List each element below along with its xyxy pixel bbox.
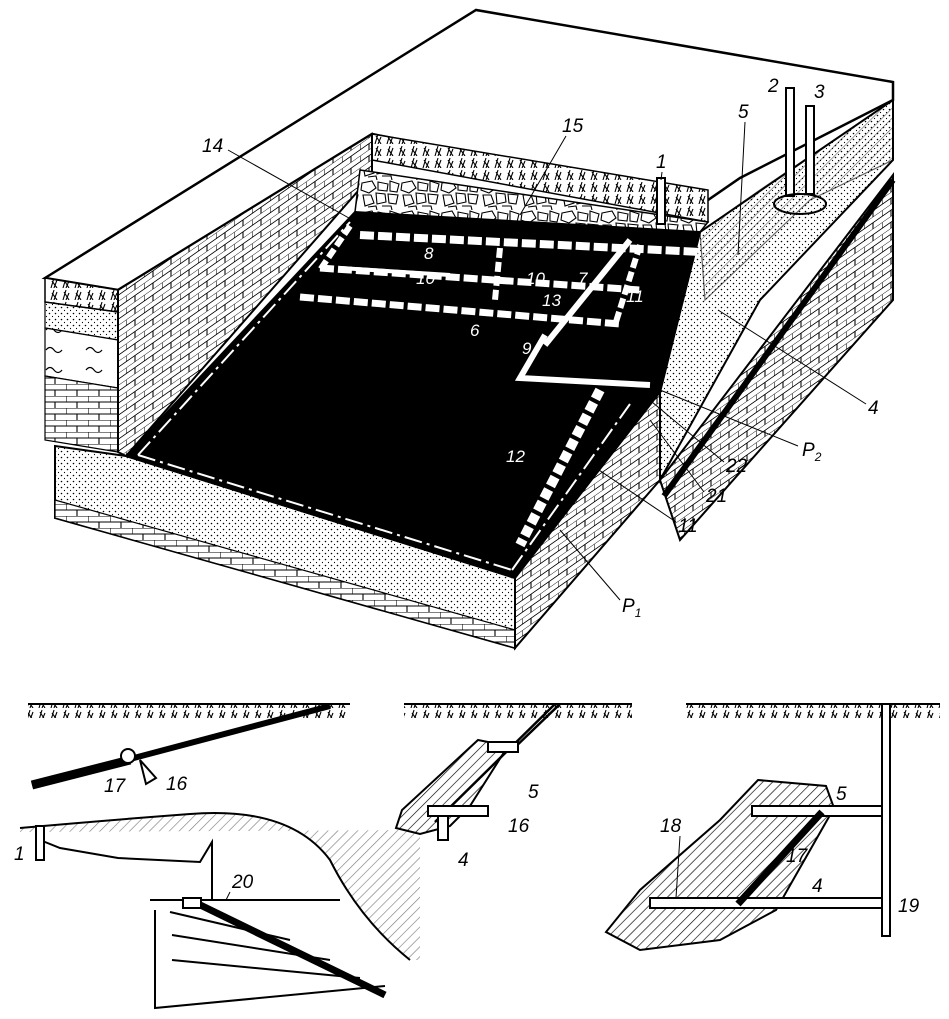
label-10-right: 10: [526, 269, 545, 288]
label-11-inner: 11: [626, 287, 644, 306]
inset-middle-surface: [404, 704, 632, 718]
inset-left-label-16: 16: [166, 774, 188, 795]
label-10-left: 10: [416, 269, 435, 288]
label-14: 14: [202, 136, 223, 157]
inset-left-label-1: 1: [14, 844, 25, 865]
workings-grid: [299, 224, 701, 548]
shaft-2: [785, 87, 795, 197]
main-labels: 1 2 3 5 14 15 4 P2 22 21 11 P1 8 10 10 7…: [202, 76, 879, 620]
label-21: 21: [705, 486, 727, 507]
shaft-3: [805, 105, 815, 195]
shaft-collar: [773, 193, 827, 215]
inset-left-label-20: 20: [231, 872, 254, 893]
label-P2: P2: [802, 440, 822, 464]
inset-right-surface: [686, 704, 940, 718]
inset-middle: 5 16 4: [394, 703, 632, 871]
inset-right-shaft-19: [881, 703, 891, 937]
inset-right-label-17: 17: [786, 846, 809, 867]
label-5: 5: [738, 102, 749, 123]
label-13: 13: [542, 291, 561, 310]
label-12: 12: [506, 447, 525, 466]
inset-middle-label-5: 5: [528, 782, 539, 803]
label-1: 1: [656, 152, 667, 173]
inset-left-shaft-1: [35, 825, 45, 861]
label-9: 9: [522, 339, 532, 358]
inset-middle-label-16: 16: [508, 816, 530, 837]
shaft-1: [656, 177, 666, 225]
label-22: 22: [725, 456, 748, 477]
inset-right: 5 18 17 4 19: [604, 703, 940, 952]
label-2: 2: [767, 76, 779, 97]
left-face-limestone: [44, 375, 119, 453]
inset-middle-orebody: [394, 738, 510, 836]
inset-right-label-18: 18: [660, 816, 682, 837]
label-7: 7: [578, 269, 588, 288]
inset-left-surface: [28, 704, 350, 718]
label-11-outer: 11: [678, 516, 698, 537]
inset-left: 17 16 1 20: [14, 703, 420, 1010]
inset-left-bracket: [139, 759, 158, 786]
inset-right-label-19: 19: [898, 896, 920, 917]
main-block: [41, 8, 896, 651]
inset-middle-label-4: 4: [458, 850, 469, 871]
label-P1: P1: [622, 596, 641, 620]
left-pit-wall: [117, 132, 373, 458]
surface-shafts: [656, 87, 827, 225]
inset-left-workings: [154, 910, 386, 1010]
inset-right-label-4: 4: [812, 876, 823, 897]
inset-right-label-5: 5: [836, 784, 847, 805]
label-15: 15: [562, 116, 584, 137]
label-6: 6: [470, 321, 480, 340]
label-8: 8: [424, 244, 434, 263]
right-slope-face: [699, 98, 894, 302]
label-3: 3: [814, 82, 825, 103]
inset-left-pulley: [120, 748, 136, 764]
label-4: 4: [868, 398, 879, 419]
inset-left-label-17: 17: [104, 776, 127, 797]
boundary-lines: [137, 221, 631, 571]
